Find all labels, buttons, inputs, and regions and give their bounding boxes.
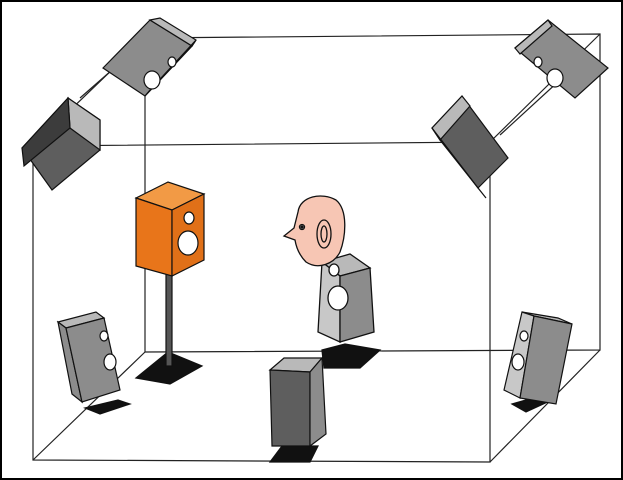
stand-pole: [165, 269, 173, 367]
listener-shadow: [321, 343, 382, 369]
ceiling-wire-right: [499, 79, 561, 136]
room-edge-bottom-left: [32, 351, 146, 461]
woofer-icon: [511, 353, 525, 371]
woofer-icon: [546, 68, 564, 88]
tweeter-icon: [167, 56, 177, 68]
woofer-icon: [103, 353, 117, 371]
room-edge-bottom-right: [489, 349, 601, 463]
speaker-on-stand: [134, 181, 206, 385]
speaker-shadow: [268, 445, 319, 463]
speaker-height-front-right: [431, 95, 509, 199]
speaker-height-front-left: [21, 96, 101, 191]
speaker-floor-left: [56, 311, 132, 415]
listener-head: [282, 195, 382, 369]
speaker-height-rear-left: [102, 17, 197, 97]
woofer-icon: [143, 70, 161, 90]
tweeter-icon: [328, 263, 340, 277]
tweeter-icon: [183, 211, 195, 225]
speaker-floor-front: [268, 356, 327, 463]
woofer-icon: [177, 230, 199, 256]
speaker-shadow: [83, 399, 132, 415]
tweeter-icon: [533, 56, 543, 68]
woofer-icon: [327, 285, 349, 311]
speaker-behind-listener: [317, 253, 375, 344]
tweeter-icon: [519, 330, 529, 342]
speaker-floor-right: [503, 311, 573, 413]
speaker-height-rear-right: [514, 19, 609, 99]
tweeter-icon: [99, 330, 109, 342]
ceiling-wire-left: [79, 69, 113, 99]
listener-face: [282, 195, 346, 267]
stand-base: [134, 351, 204, 385]
